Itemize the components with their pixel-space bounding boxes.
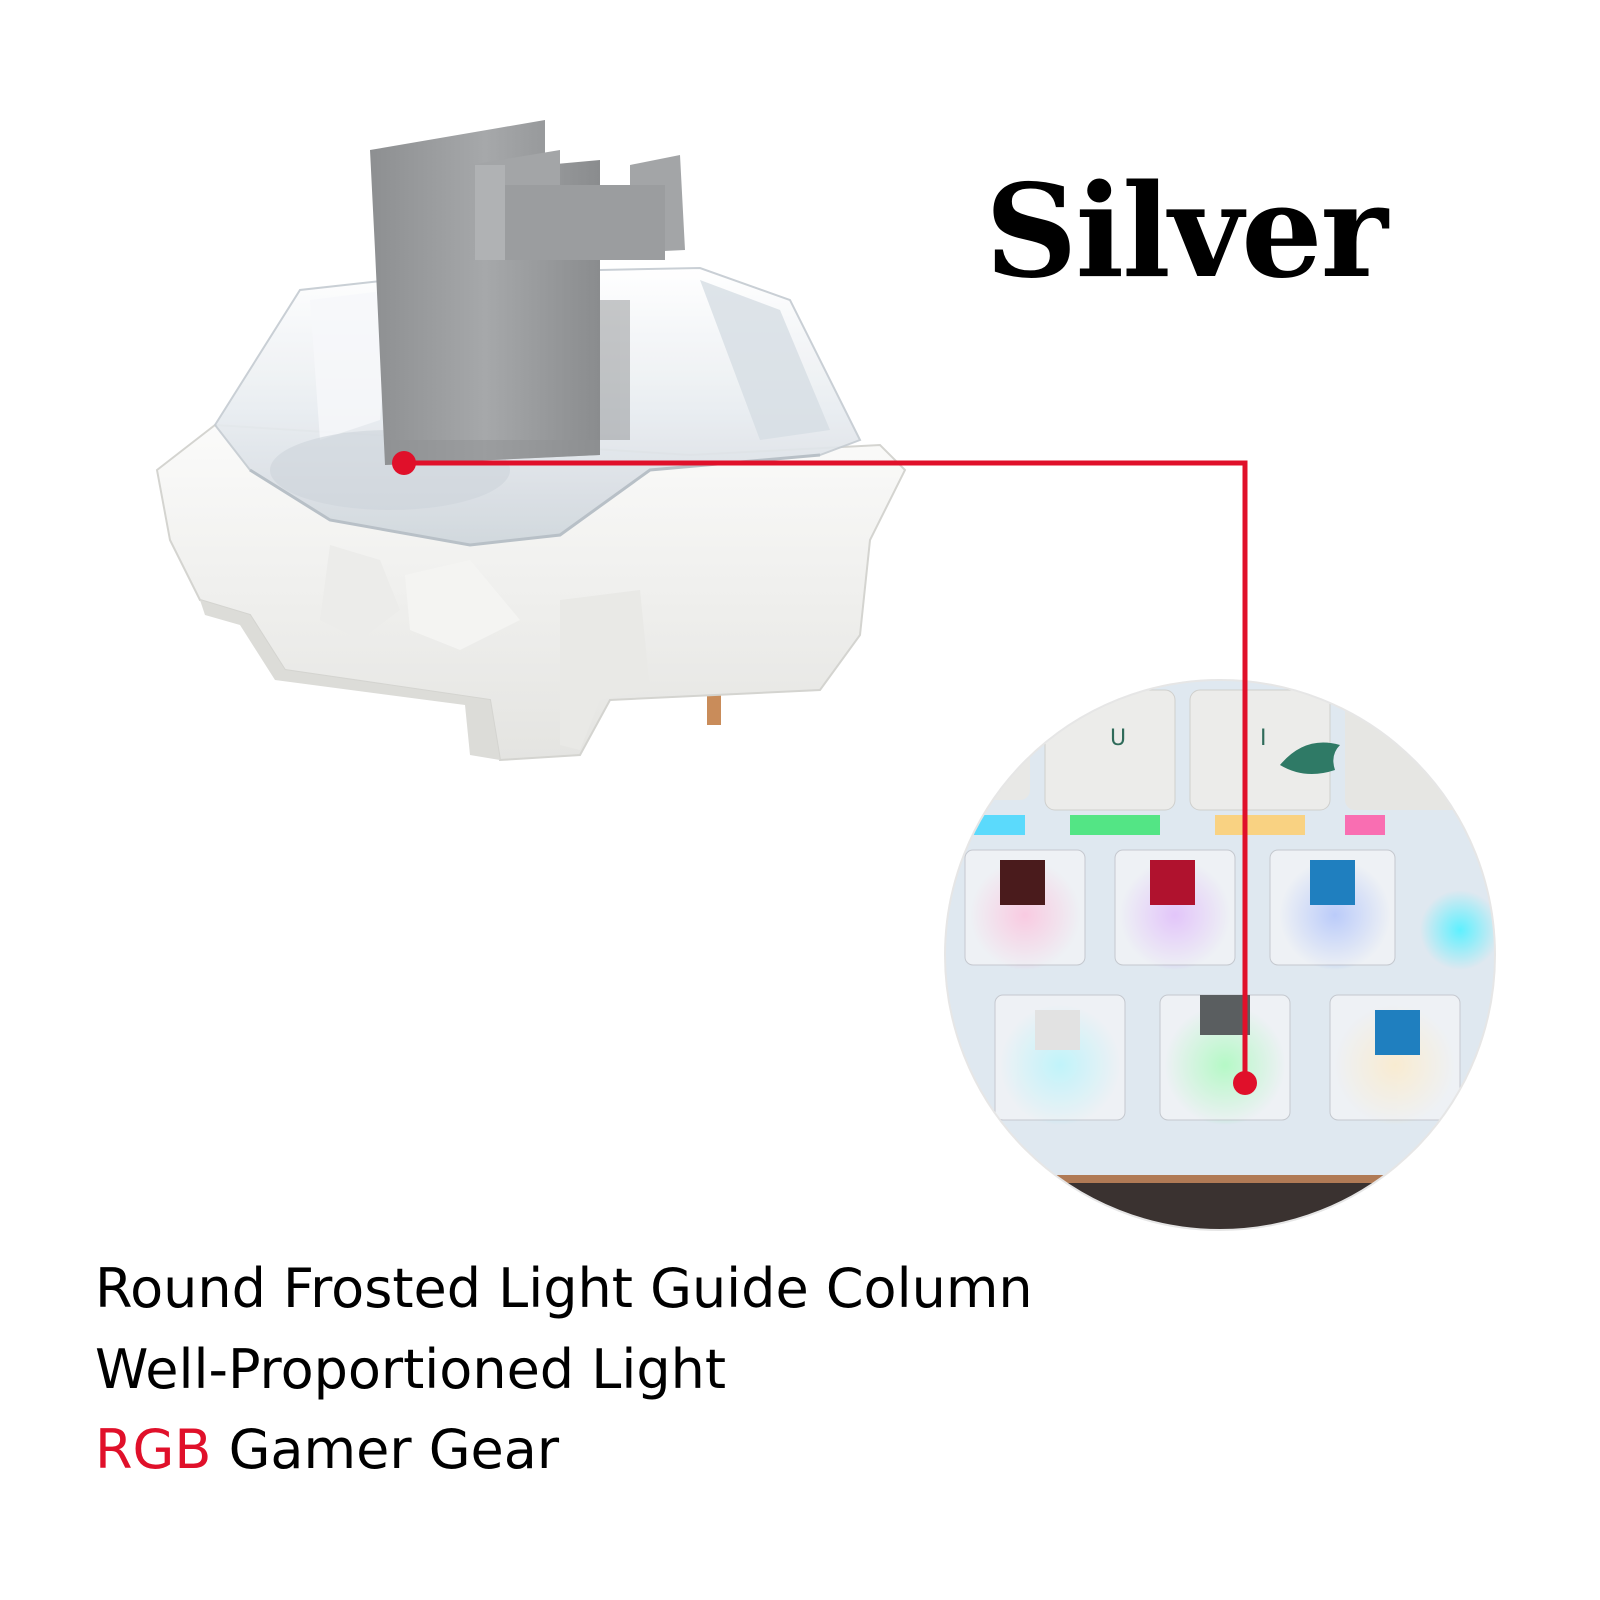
callout-connector	[392, 451, 1257, 1095]
keycap-row: U I	[945, 689, 1465, 811]
rgb-accent-word: RGB	[95, 1418, 212, 1481]
switch-illustration	[155, 120, 907, 762]
keycap-letter-u: U	[1110, 726, 1126, 751]
feature-line-3: RGB Gamer Gear	[95, 1423, 559, 1477]
switch-row-1	[964, 849, 1495, 970]
product-title: Silver	[985, 157, 1388, 307]
callout-dot-end	[1233, 1071, 1257, 1095]
feature-line-3-rest: Gamer Gear	[211, 1418, 560, 1481]
switch-stem	[370, 120, 685, 465]
feature-line-2: Well-Proportioned Light	[95, 1338, 726, 1401]
switch-row-2	[994, 994, 1461, 1125]
keycap-letter-i: I	[1260, 726, 1267, 751]
fish-icon	[1280, 742, 1340, 774]
feature-line-1: Round Frosted Light Guide Column	[95, 1257, 1033, 1320]
callout-dot-start	[392, 451, 416, 475]
